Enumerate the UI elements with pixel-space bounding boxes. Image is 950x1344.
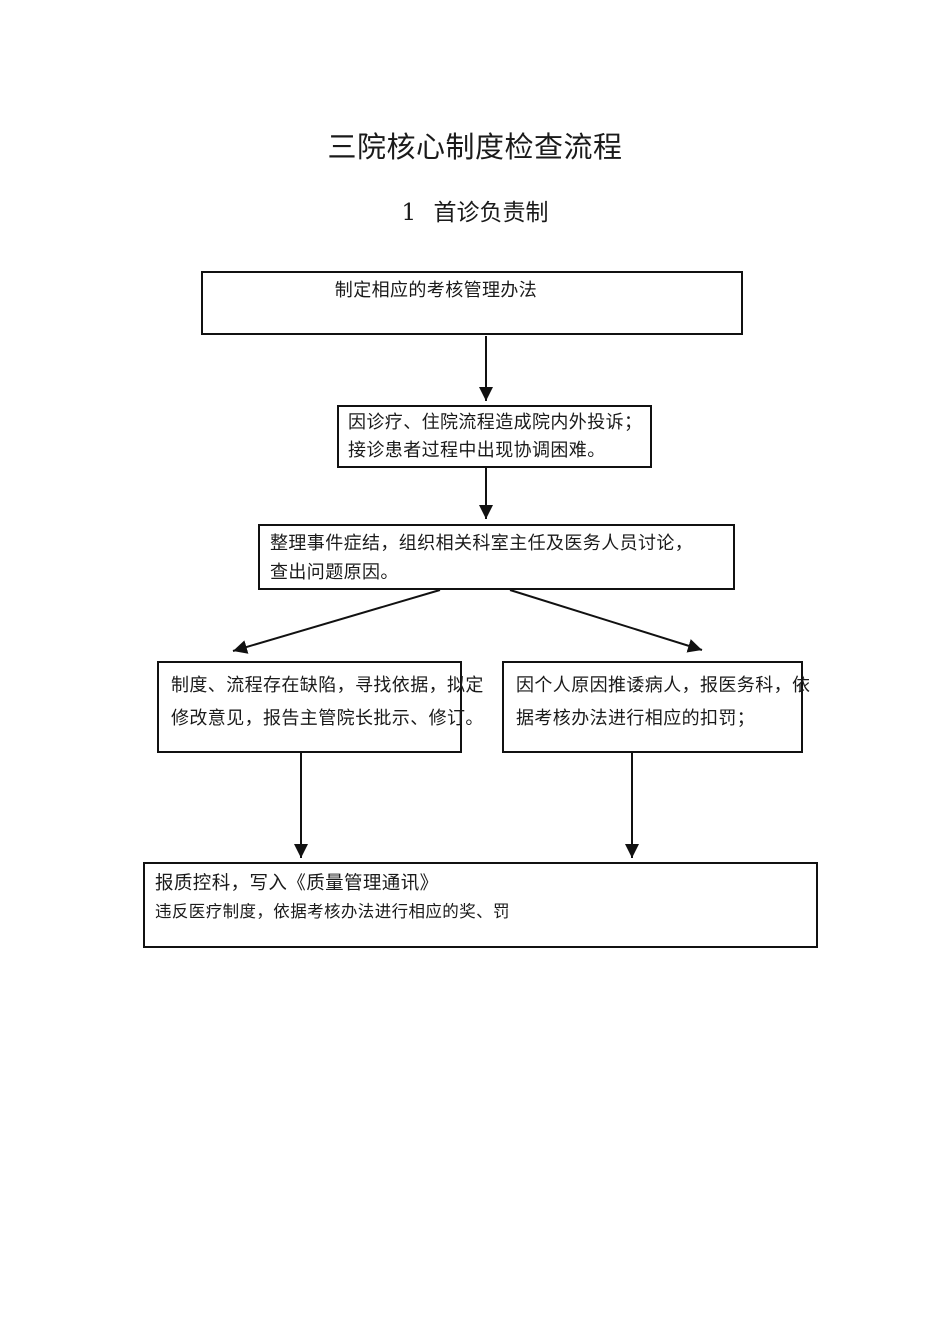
flow-box-text-line: 据考核办法进行相应的扣罚； bbox=[516, 708, 756, 729]
flow-box-process-defect: 制度、流程存在缺陷，寻找依据，拟定 修改意见，报告主管院长批示、修订。 bbox=[157, 661, 484, 753]
flow-box-text-line: 查出问题原因。 bbox=[270, 562, 399, 583]
flow-box-text-line: 因诊疗、住院流程造成院内外投诉； bbox=[348, 412, 643, 433]
page-title: 三院核心制度检查流程 bbox=[327, 130, 623, 164]
flow-box-text-line: 因个人原因推诿病人，报医务科，依 bbox=[516, 675, 811, 696]
flow-box-make-rules: 制定相应的考核管理办法 bbox=[201, 271, 743, 335]
flow-box-report: 报质控科，写入《质量管理通讯》 违反医疗制度，依据考核办法进行相应的奖、罚 bbox=[143, 862, 818, 948]
section-heading: 1 首诊负责制 bbox=[401, 200, 549, 226]
flow-box-personal-cause: 因个人原因推诿病人，报医务科，依 据考核办法进行相应的扣罚； bbox=[502, 661, 811, 753]
flow-box-text-line: 报质控科，写入《质量管理通讯》 bbox=[155, 873, 439, 894]
flow-box-text-line: 制定相应的考核管理办法 bbox=[334, 280, 538, 301]
flow-box-trigger: 因诊疗、住院流程造成院内外投诉； 接诊患者过程中出现协调困难。 bbox=[337, 405, 652, 468]
flow-box-text-line: 整理事件症结，组织相关科室主任及医务人员讨论， bbox=[270, 533, 694, 554]
flow-box-text-line: 违反医疗制度，依据考核办法进行相应的奖、罚 bbox=[155, 902, 510, 921]
flow-box-text-line: 修改意见，报告主管院长批示、修订。 bbox=[171, 708, 484, 729]
arrow-analyze-to-process-defect bbox=[232, 589, 441, 654]
flow-box-text-line: 接诊患者过程中出现协调困难。 bbox=[348, 440, 606, 461]
flow-box-analyze: 整理事件症结，组织相关科室主任及医务人员讨论， 查出问题原因。 bbox=[258, 524, 735, 590]
flow-box-text-line: 制度、流程存在缺陷，寻找依据，拟定 bbox=[171, 675, 484, 696]
arrow-analyze-to-personal-cause bbox=[509, 589, 703, 653]
